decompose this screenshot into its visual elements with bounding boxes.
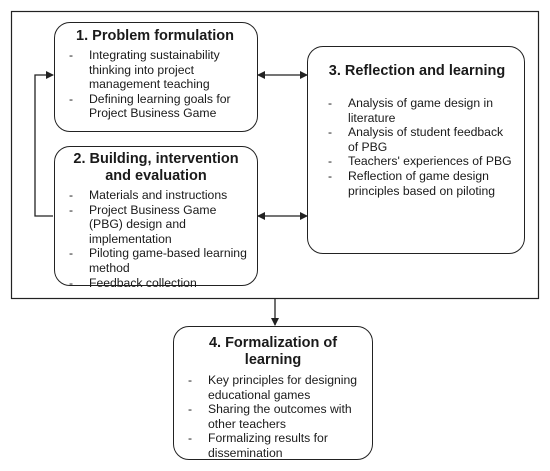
box-problem-formulation: 1. Problem formulation Integrating susta…	[54, 22, 258, 132]
list-item: Piloting game-based learning method	[61, 246, 251, 275]
box-building-intervention-evaluation: 2. Building, intervention and evaluation…	[54, 146, 258, 290]
box3-list: Analysis of game design in literature An…	[320, 96, 514, 198]
box2-title: 2. Building, intervention and evaluation	[73, 151, 239, 184]
list-item: Reflection of game design principles bas…	[320, 169, 514, 198]
feedback-loop-arrow	[34, 71, 54, 217]
list-item: Analysis of game design in literature	[320, 96, 514, 125]
box3-title: 3. Reflection and learning	[328, 63, 506, 79]
list-item: Materials and instructions	[61, 188, 251, 203]
box-reflection-learning: 3. Reflection and learning Analysis of g…	[307, 46, 525, 254]
list-item: Teachers' experiences of PBG	[320, 154, 514, 169]
list-item: Project Business Game (PBG) design and i…	[61, 203, 251, 247]
box1-list: Integrating sustainability thinking into…	[61, 48, 249, 121]
box-formalization-learning: 4. Formalization of learning Key princip…	[173, 326, 373, 460]
box2-list: Materials and instructions Project Busin…	[61, 188, 251, 290]
box1-title: 1. Problem formulation	[76, 28, 234, 44]
list-item: Defining learning goals for Project Busi…	[61, 92, 249, 121]
box4-title: 4. Formalization of learning	[208, 335, 338, 368]
list-item: Formalizing results for dissemination	[180, 431, 366, 460]
list-item: Sharing the outcomes with other teachers	[180, 402, 366, 431]
list-item: Feedback collection	[61, 276, 251, 291]
list-item: Analysis of student feedback of PBG	[320, 125, 514, 154]
list-item: Integrating sustainability thinking into…	[61, 48, 249, 92]
list-item: Key principles for designing educational…	[180, 373, 366, 402]
outer-frame	[10, 10, 540, 300]
box4-list: Key principles for designing educational…	[180, 373, 366, 461]
